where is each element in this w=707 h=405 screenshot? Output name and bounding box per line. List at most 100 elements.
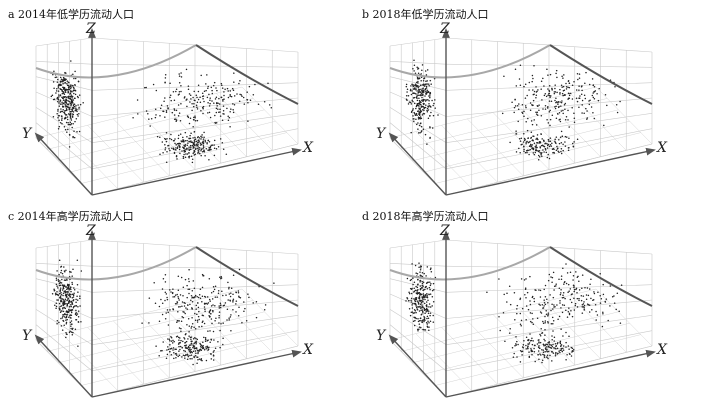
scatter-point bbox=[429, 314, 431, 317]
scatter-point bbox=[545, 346, 548, 348]
scatter-point bbox=[412, 277, 414, 279]
scatter-point bbox=[419, 305, 421, 308]
scatter-point bbox=[554, 343, 557, 345]
scatter-point bbox=[225, 294, 227, 296]
scatter-point bbox=[563, 283, 565, 285]
scatter-point bbox=[197, 98, 200, 101]
scatter-point bbox=[565, 136, 568, 138]
scatter-point bbox=[546, 68, 548, 71]
scatter-point bbox=[72, 298, 75, 301]
scatter-point bbox=[429, 288, 431, 291]
scatter-point bbox=[411, 99, 413, 102]
scatter-point bbox=[562, 149, 564, 152]
scatter-point bbox=[552, 152, 554, 154]
scatter-point bbox=[540, 328, 542, 330]
scatter-point bbox=[196, 321, 199, 323]
x-axis-line bbox=[445, 147, 656, 196]
scatter-point bbox=[204, 140, 207, 143]
scatter-point bbox=[424, 98, 426, 101]
floor-grid-line bbox=[467, 118, 524, 177]
scatter-point bbox=[223, 94, 225, 97]
scatter-point bbox=[542, 149, 544, 151]
scatter-point bbox=[54, 292, 57, 295]
scatter-point bbox=[62, 83, 64, 85]
scatter-point bbox=[551, 142, 553, 144]
scatter-point bbox=[246, 98, 248, 101]
scatter-point bbox=[180, 90, 182, 93]
scatter-point bbox=[69, 97, 72, 100]
scatter-point bbox=[69, 309, 71, 312]
scatter-point bbox=[243, 310, 245, 312]
scatter-point bbox=[561, 304, 564, 306]
scatter-point bbox=[75, 314, 78, 316]
scatter-point bbox=[542, 343, 545, 345]
scatter-point bbox=[72, 73, 74, 76]
grid-line bbox=[389, 278, 447, 293]
y-axis-line bbox=[34, 334, 93, 398]
scatter-point bbox=[199, 152, 201, 155]
scatter-point bbox=[71, 103, 73, 105]
scatter-point bbox=[59, 111, 62, 113]
scatter-point bbox=[420, 293, 423, 296]
scatter-point bbox=[193, 131, 196, 133]
scatter-point bbox=[420, 301, 423, 304]
scatter-point bbox=[166, 296, 168, 299]
scatter-point bbox=[70, 105, 72, 107]
scatter-point bbox=[561, 350, 564, 353]
scatter-point bbox=[502, 312, 505, 314]
scatter-point bbox=[427, 91, 430, 94]
scatter-point bbox=[165, 161, 168, 164]
scatter-point bbox=[187, 304, 189, 306]
scatter-point bbox=[66, 131, 68, 133]
scatter-point bbox=[420, 101, 422, 104]
scatter-point bbox=[179, 348, 181, 351]
scatter-point bbox=[517, 120, 519, 123]
scatter-point bbox=[538, 104, 540, 106]
scatter-point bbox=[236, 93, 238, 95]
scatter-point bbox=[418, 299, 421, 301]
scatter-point bbox=[571, 347, 574, 350]
scatter-point bbox=[174, 348, 176, 351]
scatter-point bbox=[213, 81, 216, 84]
scatter-point bbox=[550, 309, 552, 312]
scatter-point bbox=[183, 149, 186, 151]
scatter-point bbox=[211, 92, 214, 95]
scatter-point bbox=[548, 340, 550, 343]
scatter-point bbox=[555, 283, 557, 285]
scatter-point bbox=[180, 76, 183, 78]
scatter-point bbox=[186, 308, 189, 310]
scatter-point bbox=[416, 90, 418, 92]
scatter-point bbox=[208, 111, 211, 114]
scatter-point bbox=[524, 151, 527, 154]
scatter-point bbox=[432, 282, 435, 285]
scatter-point bbox=[65, 72, 67, 74]
scatter-point bbox=[193, 356, 195, 359]
scatter-point bbox=[560, 345, 562, 348]
scatter-point bbox=[222, 294, 224, 297]
scatter-point bbox=[421, 64, 424, 66]
scatter-point bbox=[76, 284, 79, 286]
scatter-point bbox=[177, 137, 180, 140]
scatter-point bbox=[67, 294, 70, 296]
scatter-point bbox=[420, 93, 422, 96]
scatter-point bbox=[63, 279, 66, 281]
scatter-point bbox=[554, 355, 557, 357]
scatter-point bbox=[423, 77, 425, 80]
scatter-point bbox=[178, 93, 180, 95]
scatter-point bbox=[418, 90, 420, 93]
scatter-point bbox=[420, 267, 422, 269]
scatter-point bbox=[417, 72, 420, 75]
scatter-point bbox=[227, 90, 229, 92]
scatter-point bbox=[69, 293, 72, 296]
scatter-point bbox=[222, 98, 224, 101]
scatter-point bbox=[414, 298, 416, 301]
scatter-point bbox=[169, 340, 171, 342]
scatter-point bbox=[208, 93, 210, 96]
scatter-point bbox=[514, 98, 516, 101]
scatter-point bbox=[565, 341, 567, 344]
scatter-point bbox=[204, 340, 207, 342]
scatter-point bbox=[544, 149, 547, 151]
scatter-point bbox=[212, 84, 215, 87]
scatter-point bbox=[167, 324, 170, 326]
floor-grid-line bbox=[518, 307, 575, 366]
